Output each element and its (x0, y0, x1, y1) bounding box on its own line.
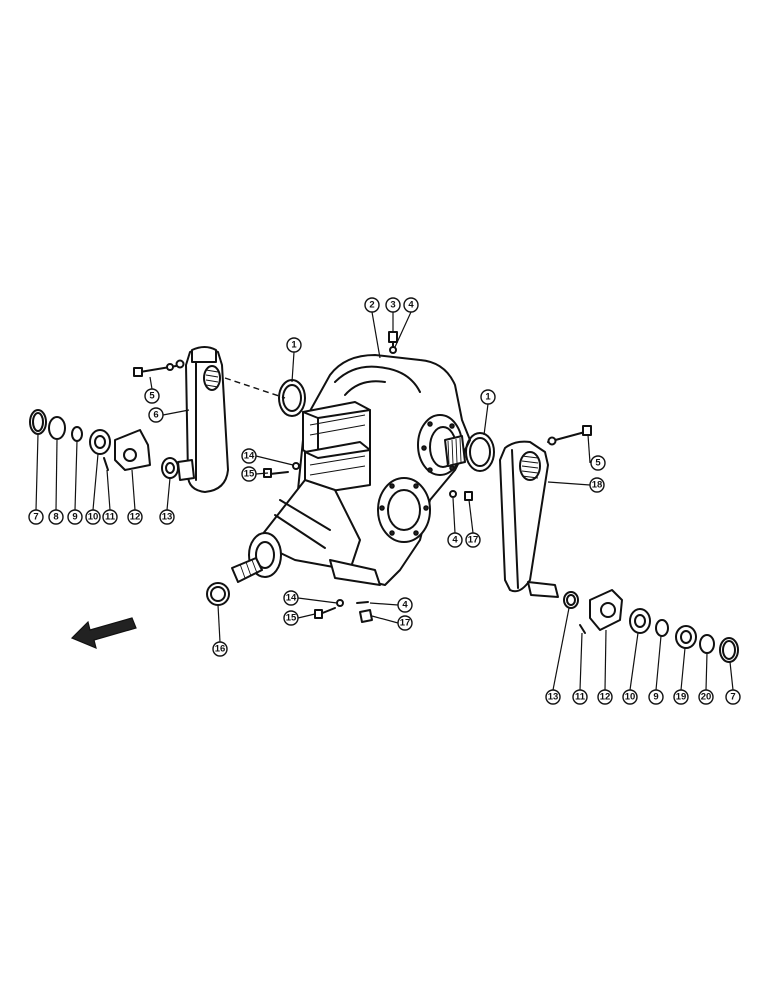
callout-label: 6 (153, 410, 158, 421)
callout-label: 10 (625, 692, 636, 703)
callout-label: 9 (72, 512, 77, 523)
callout-label: 17 (468, 535, 479, 546)
leader-lines (35, 311, 734, 691)
callout-label: 3 (390, 300, 395, 311)
callout-label: 13 (548, 692, 559, 703)
callout-label: 11 (105, 512, 116, 523)
top-fittings (388, 331, 398, 354)
callout-13-left: 13 (159, 509, 175, 525)
callout-7-right: 7 (725, 689, 741, 705)
callout-10-left: 10 (85, 509, 101, 525)
callout-15-lower: 15 (283, 610, 299, 626)
callout-label: 19 (676, 692, 687, 703)
callout-label: 7 (730, 692, 735, 703)
right-swing-arm (499, 440, 559, 598)
callout-label: 4 (408, 300, 414, 311)
callout-9-left: 9 (67, 509, 83, 525)
callout-14-upper: 14 (241, 448, 257, 464)
callout-label: 15 (286, 613, 297, 624)
callout-10-right: 10 (622, 689, 638, 705)
callout-label: 5 (149, 391, 155, 402)
callout-label: 16 (215, 644, 226, 655)
assembly-axis-line (224, 377, 286, 399)
right-small-parts (563, 589, 739, 663)
callout-label: 4 (452, 535, 458, 546)
callout-label: 12 (130, 512, 141, 523)
callout-label: 11 (575, 692, 586, 703)
callout-label: 13 (162, 512, 173, 523)
right-fittings (449, 490, 473, 501)
callout-20: 20 (698, 689, 714, 705)
callout-12-right: 12 (597, 689, 613, 705)
callout-11-left: 11 (102, 509, 118, 525)
callout-17-right: 17 (465, 532, 481, 548)
callout-6: 6 (148, 407, 164, 423)
callout-label: 14 (244, 451, 255, 462)
direction-arrow (70, 617, 137, 650)
callout-label: 2 (369, 300, 374, 311)
callout-18: 18 (589, 477, 605, 493)
callout-label: 1 (291, 340, 297, 351)
callout-19: 19 (673, 689, 689, 705)
callout-4-top: 4 (403, 297, 419, 313)
left-clamp-bolt (133, 359, 185, 377)
callout-label: 17 (400, 618, 411, 629)
callout-3: 3 (385, 297, 401, 313)
front-seal (206, 582, 230, 606)
callout-12-left: 12 (127, 509, 143, 525)
callout-label: 10 (88, 512, 99, 523)
callout-2: 2 (364, 297, 380, 313)
callout-11-right: 11 (572, 689, 588, 705)
callout-4-bottom: 4 (397, 597, 413, 613)
callout-4-right: 4 (447, 532, 463, 548)
callout-label: 7 (33, 512, 38, 523)
callout-label: 4 (402, 600, 408, 611)
callout-label: 20 (701, 692, 712, 703)
callout-label: 5 (595, 458, 601, 469)
callout-8: 8 (48, 509, 64, 525)
callout-9-right: 9 (648, 689, 664, 705)
callout-label: 14 (286, 593, 297, 604)
right-seal-ring (465, 432, 495, 472)
callout-15-upper: 15 (241, 466, 257, 482)
callout-1-right: 1 (480, 389, 496, 405)
right-clamp-bolt (547, 425, 592, 446)
callout-label: 1 (485, 392, 491, 403)
callout-16: 16 (212, 641, 228, 657)
callout-label: 12 (600, 692, 611, 703)
callout-13-right: 13 (545, 689, 561, 705)
callout-label: 15 (244, 469, 255, 480)
callout-label: 9 (653, 692, 658, 703)
callout-5-left: 5 (144, 388, 160, 404)
callout-label: 8 (53, 512, 58, 523)
callout-label: 18 (592, 480, 603, 491)
callout-14-lower: 14 (283, 590, 299, 606)
left-small-parts (29, 379, 306, 479)
callout-7-left: 7 (28, 509, 44, 525)
left-swing-arm (177, 346, 229, 493)
callout-1-left: 1 (286, 337, 302, 353)
final-drive-housing (231, 354, 471, 586)
callout-5-right: 5 (590, 455, 606, 471)
callout-17-bottom: 17 (397, 615, 413, 631)
